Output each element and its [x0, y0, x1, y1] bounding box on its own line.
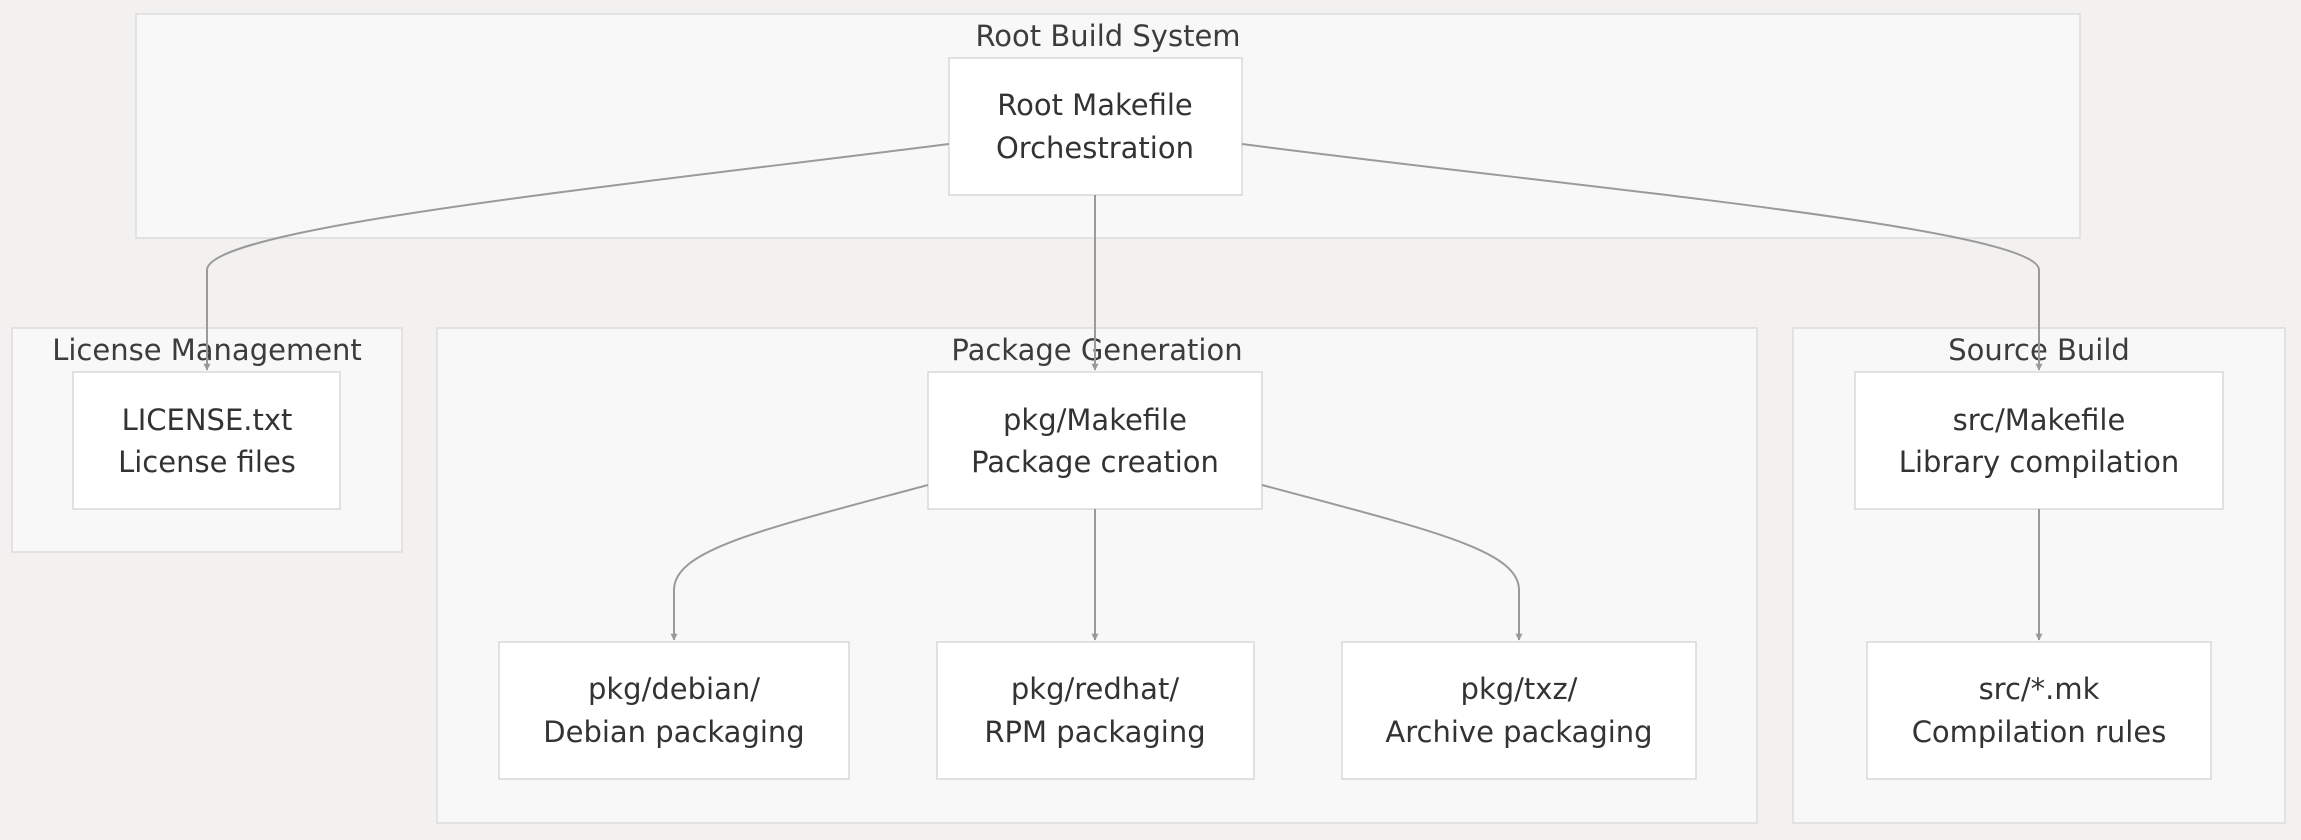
node-title: pkg/redhat/: [1011, 672, 1179, 706]
node-subtitle: Archive packaging: [1385, 715, 1652, 749]
node-title: pkg/txz/: [1461, 672, 1578, 706]
edge-pkg-to-txz: [1261, 484, 1523, 641]
node-title: Root Makefile: [997, 88, 1192, 122]
node-subtitle: Compilation rules: [1912, 715, 2167, 749]
node-pkg-makefile[interactable]: pkg/Makefile Package creation: [927, 371, 1263, 510]
node-title: pkg/Makefile: [1003, 403, 1187, 437]
node-pkg-redhat[interactable]: pkg/redhat/ RPM packaging: [936, 641, 1255, 780]
edge-pkg-to-debian: [670, 484, 929, 641]
node-subtitle: Package creation: [971, 445, 1219, 479]
cluster-label-root: Root Build System: [975, 19, 1240, 53]
node-src-mk[interactable]: src/*.mk Compilation rules: [1866, 641, 2212, 780]
node-subtitle: Orchestration: [996, 131, 1194, 165]
edge-root-to-src: [1241, 143, 2043, 371]
node-subtitle: License files: [118, 445, 296, 479]
node-src-makefile[interactable]: src/Makefile Library compilation: [1854, 371, 2224, 510]
node-subtitle: Debian packaging: [543, 715, 804, 749]
node-subtitle: Library compilation: [1899, 445, 2179, 479]
node-title: src/Makefile: [1953, 403, 2126, 437]
node-subtitle: RPM packaging: [984, 715, 1205, 749]
node-title: src/*.mk: [1979, 672, 2100, 706]
edge-root-to-license: [203, 143, 950, 371]
node-title: LICENSE.txt: [122, 403, 293, 437]
node-pkg-txz[interactable]: pkg/txz/ Archive packaging: [1341, 641, 1697, 780]
node-root-makefile[interactable]: Root Makefile Orchestration: [948, 57, 1243, 196]
node-title: pkg/debian/: [588, 672, 760, 706]
node-pkg-debian[interactable]: pkg/debian/ Debian packaging: [498, 641, 850, 780]
node-license-txt[interactable]: LICENSE.txt License files: [72, 371, 341, 510]
cluster-label-package: Package Generation: [951, 333, 1242, 367]
